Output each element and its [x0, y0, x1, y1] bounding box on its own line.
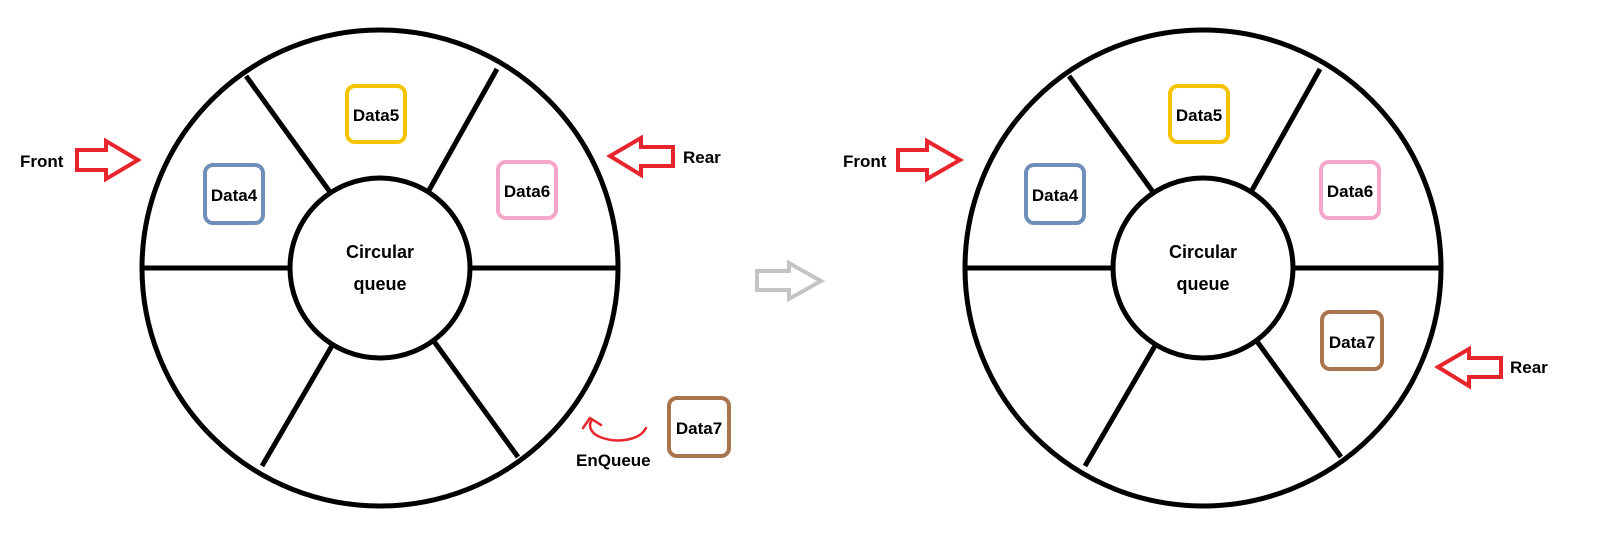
right-data4-box [1024, 163, 1086, 225]
right-inner-ring [1110, 175, 1296, 361]
left-spoke [425, 67, 500, 194]
left-front-arrow-icon [75, 137, 142, 183]
right-data7-box [1320, 310, 1384, 371]
left-data6-box [496, 160, 558, 220]
left-data7-box [667, 396, 731, 458]
right-data4-label: Data4 [1032, 186, 1079, 205]
right-spoke [1066, 74, 1156, 194]
right-spoke [1248, 67, 1323, 194]
right-data5-label: Data5 [1176, 106, 1222, 125]
left-spoke [259, 342, 336, 468]
right-data7-label: Data7 [1329, 333, 1375, 352]
left-data4-label: Data4 [211, 186, 258, 205]
left-data5-label: Data5 [353, 106, 399, 125]
left-circular-queue: Circular queue Data4 Data5 Data6 Data7 F… [20, 27, 731, 509]
left-rear-arrow-icon [606, 134, 675, 179]
right-data5-box [1168, 84, 1230, 144]
right-data6-box [1319, 160, 1381, 220]
left-spoke [243, 74, 333, 194]
left-data6-label: Data6 [504, 182, 550, 201]
right-rear-arrow-icon [1434, 345, 1503, 390]
left-center-label-line1: Circular [346, 242, 414, 262]
left-front-label: Front [20, 152, 64, 171]
left-data4-box [203, 163, 265, 225]
enqueue-label: EnQueue [576, 451, 651, 470]
transition-arrow-icon [755, 259, 826, 303]
right-circular-queue: Circular queue Data4 Data5 Data6 Data7 F… [843, 27, 1548, 509]
enqueue-curl-arrowhead-icon [581, 416, 603, 430]
left-center-label-line2: queue [353, 274, 406, 294]
left-rear-label: Rear [683, 148, 721, 167]
left-inner-ring [287, 175, 473, 361]
right-center-label-line1: Circular [1169, 242, 1237, 262]
right-spoke [1253, 338, 1344, 459]
right-front-arrow-icon [896, 137, 965, 183]
right-spoke [1082, 342, 1159, 468]
enqueue-curl-arrow-icon [588, 418, 648, 442]
right-data6-label: Data6 [1327, 182, 1373, 201]
right-rear-label: Rear [1510, 358, 1548, 377]
left-data7-label: Data7 [676, 419, 722, 438]
right-center-label-line2: queue [1176, 274, 1229, 294]
right-front-label: Front [843, 152, 887, 171]
left-spoke [430, 338, 521, 459]
left-data5-box [345, 84, 407, 144]
